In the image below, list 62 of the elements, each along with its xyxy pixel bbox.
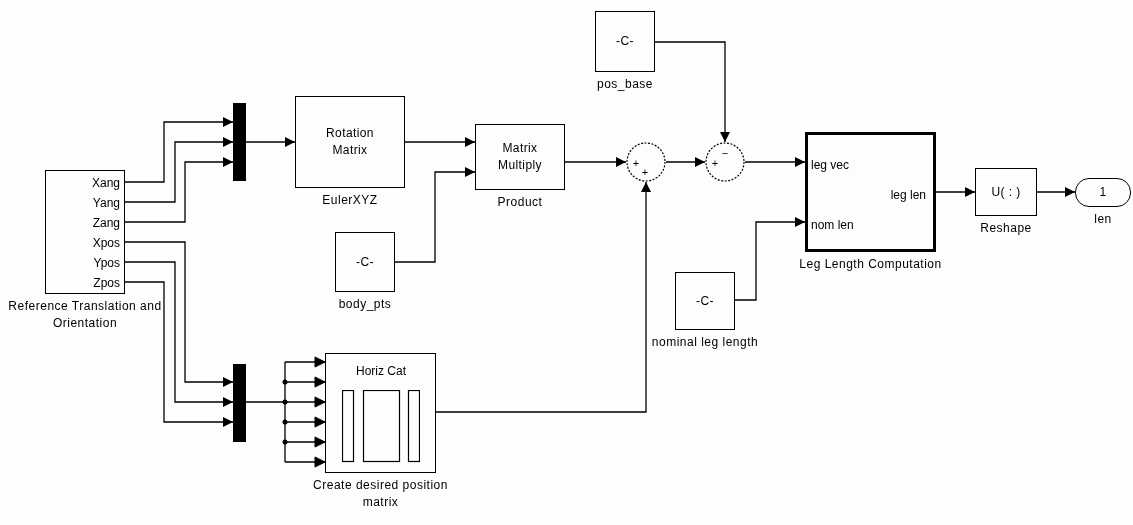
io-block	[45, 170, 125, 294]
mux-bar	[233, 364, 246, 442]
port-label: nom len	[811, 217, 854, 233]
outport-block	[1075, 178, 1131, 207]
arrow	[935, 187, 976, 197]
arrow	[124, 281, 234, 427]
port-label: leg vec	[811, 157, 850, 173]
sign-label: +	[641, 166, 649, 178]
arrow	[124, 241, 234, 387]
port-label: leg len	[890, 187, 926, 203]
block-caption: Product	[496, 194, 544, 211]
arrow	[124, 261, 234, 407]
block-label: Horiz Cat	[356, 363, 406, 379]
function-block	[325, 353, 436, 473]
arrow	[744, 157, 806, 167]
port-label: Xpos	[92, 235, 120, 251]
block-label: -C-	[696, 292, 714, 310]
arrow	[734, 217, 806, 301]
block-label: 1	[1099, 184, 1107, 201]
sign-label: +	[711, 157, 719, 169]
arrow	[124, 117, 234, 183]
block-caption: EulerXYZ	[321, 192, 379, 209]
port-label: Zang	[92, 215, 120, 231]
block-label: Matrix Multiply	[497, 140, 543, 174]
function-block	[295, 96, 405, 188]
arrow	[394, 167, 476, 263]
function-block	[475, 124, 565, 190]
sign-label: +	[632, 157, 640, 169]
port-label: Zpos	[93, 275, 120, 291]
constant-block	[595, 11, 655, 72]
arrow	[665, 157, 706, 167]
block-label: -C-	[616, 33, 634, 50]
block-caption: Create desired position matrix	[312, 477, 449, 511]
block-label: U( : )	[991, 183, 1021, 201]
block-label: -C-	[356, 253, 374, 271]
block-label: Rotation Matrix	[325, 125, 375, 159]
sign-label: −	[721, 147, 729, 159]
block-caption: Reference Translation and Orientation	[7, 298, 163, 332]
subsystem-block	[805, 132, 936, 252]
arrow	[654, 41, 730, 143]
block-caption: nominal leg length	[650, 334, 760, 351]
block-caption: pos_base	[595, 76, 654, 93]
mux-bar	[233, 103, 246, 181]
block-caption: body_pts	[337, 296, 393, 313]
arrow	[564, 157, 627, 167]
port-label: Ypos	[93, 255, 120, 271]
arrow	[404, 137, 476, 147]
constant-block	[335, 232, 395, 292]
function-block	[975, 168, 1037, 216]
port-label: Yang	[92, 195, 120, 211]
block-caption: Leg Length Computation	[798, 256, 943, 273]
arrow	[124, 157, 234, 223]
sum-junction	[705, 142, 745, 182]
arrow	[245, 137, 296, 147]
arrow	[435, 181, 651, 413]
sum-junction	[626, 142, 666, 182]
block-caption: Reshape	[979, 220, 1033, 237]
block-caption: len	[1093, 211, 1113, 228]
constant-block	[675, 272, 735, 330]
port-label: Xang	[91, 175, 120, 191]
arrow	[124, 137, 234, 203]
arrow	[1036, 187, 1076, 197]
